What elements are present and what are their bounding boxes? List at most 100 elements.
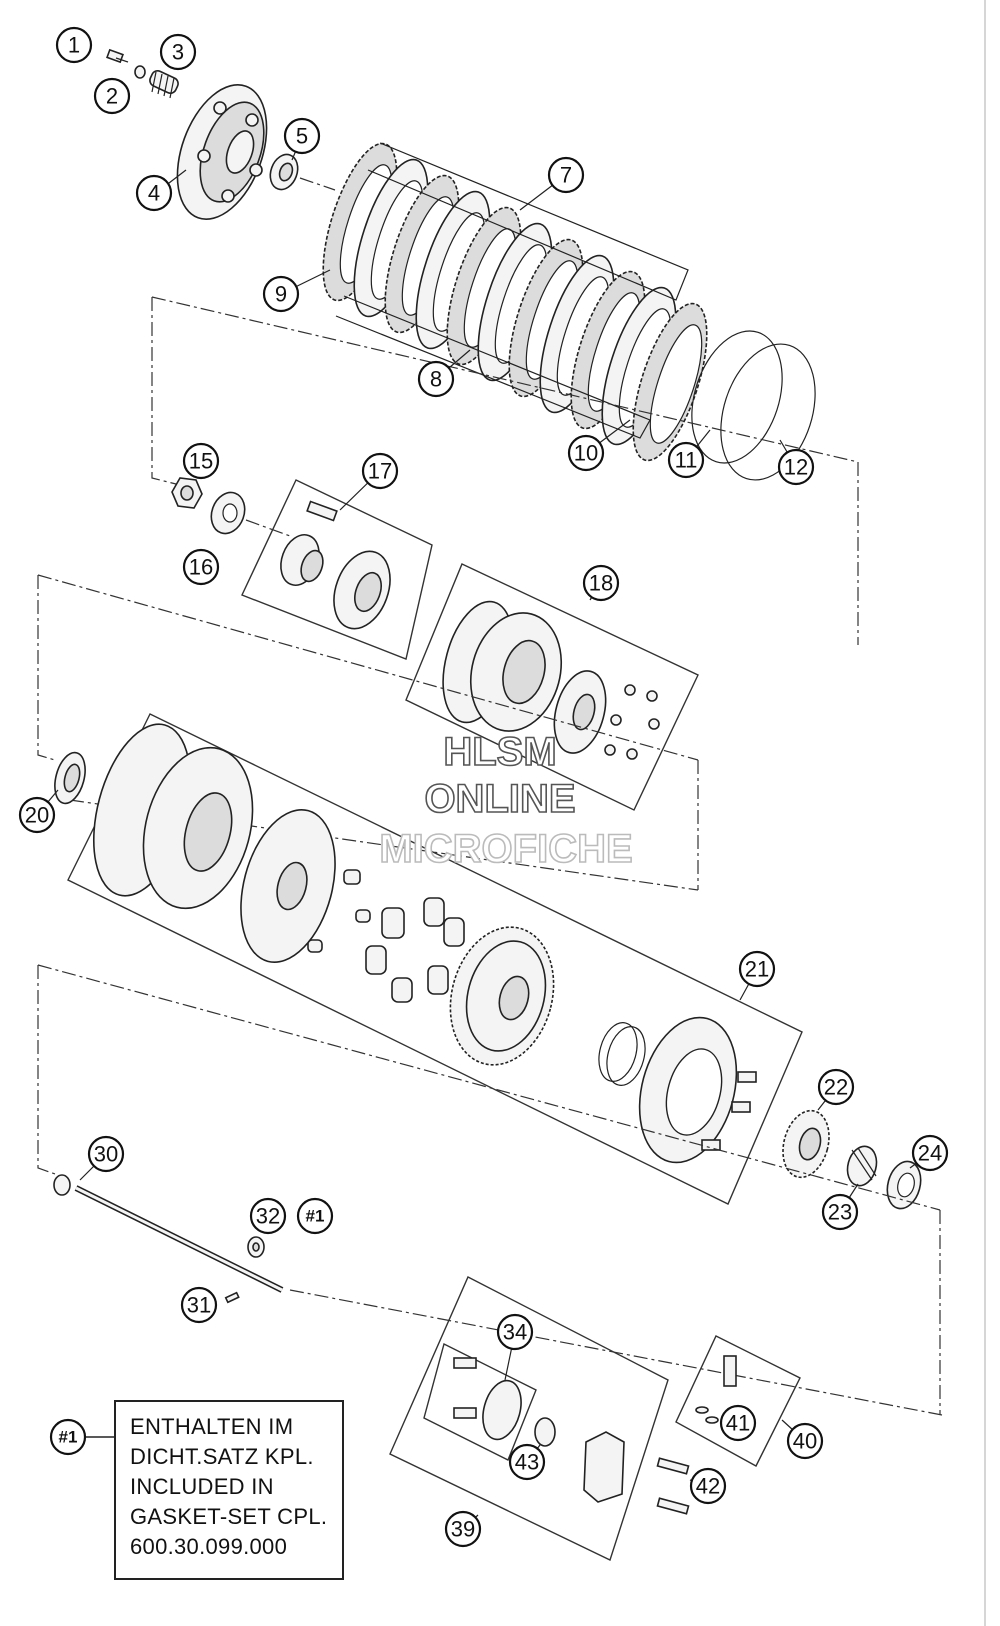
callout-7: 7	[547, 156, 585, 194]
callout-number: 12	[784, 455, 808, 480]
bleeder-screw-part	[695, 1355, 737, 1424]
callout-number: 39	[451, 1517, 475, 1542]
callout-number: 24	[918, 1141, 942, 1166]
assembly-group-frame	[423, 1342, 537, 1461]
callout-number: 1	[68, 33, 80, 58]
callout-circle	[87, 1135, 125, 1173]
callout-1: 1	[55, 26, 93, 64]
assembly-guide-line	[151, 297, 177, 485]
callout-circle	[180, 1286, 218, 1324]
callout-number: 40	[793, 1429, 817, 1454]
callout-circle	[777, 448, 815, 486]
callout-32-note-ref: #1	[296, 1197, 334, 1235]
spring-part	[149, 70, 179, 99]
watermark-line3: MICROFICHE	[379, 827, 632, 871]
callout-9: 9	[262, 275, 300, 313]
assembly-group-frame	[241, 479, 433, 660]
disc-inner-edge	[649, 324, 703, 444]
bearing-part	[269, 153, 299, 191]
callout-number: 41	[726, 1411, 750, 1436]
bearing-ring-part	[54, 751, 86, 805]
callout-circle	[817, 1068, 855, 1106]
callout-number: 8	[430, 367, 442, 392]
callout-32: 32	[249, 1197, 287, 1235]
washer-part	[134, 65, 146, 79]
inner-clutch-hub-part	[442, 600, 660, 760]
callout-20: 20	[18, 796, 56, 834]
screw-pair-part	[656, 1457, 690, 1515]
callout-circle	[508, 1443, 546, 1481]
note-line-4: GASKET-SET CPL.	[130, 1504, 328, 1529]
callout-21: 21	[738, 950, 776, 988]
callout-number: 43	[515, 1450, 539, 1475]
callout-34: 34	[496, 1313, 534, 1351]
callout-number: #1	[59, 1428, 78, 1447]
shaft-seal-part	[247, 1236, 265, 1258]
callout-number: 3	[172, 40, 184, 65]
callout-number: 32	[256, 1204, 280, 1229]
callout-30: 30	[87, 1135, 125, 1173]
callout-circle	[821, 1193, 859, 1231]
callout-43: 43	[508, 1443, 546, 1481]
assembly-guide-line	[37, 575, 56, 761]
callout-number: 15	[189, 449, 213, 474]
gear-cover-plate-part	[638, 1016, 757, 1164]
callout-number: 23	[828, 1200, 852, 1225]
callout-circle	[93, 77, 131, 115]
clutch-basket-part	[92, 723, 336, 963]
callout-41: 41	[719, 1404, 757, 1442]
callout-circle	[182, 548, 220, 586]
callout-24: 24	[911, 1134, 949, 1172]
callout-circle	[786, 1422, 824, 1460]
callout-number: #1	[306, 1207, 325, 1226]
gasket-ring-part	[720, 343, 816, 481]
callout-circle	[444, 1510, 482, 1548]
callout-11: 11	[667, 441, 705, 479]
callout-number: 4	[148, 181, 160, 206]
assembly-group-frame	[675, 1335, 801, 1467]
callout-number: 10	[574, 441, 598, 466]
thrust-washer-part	[886, 1160, 922, 1210]
callout-42: 42	[689, 1467, 727, 1505]
callout-39: 39	[444, 1510, 482, 1548]
callout-circle	[547, 156, 585, 194]
callout-circle	[182, 442, 220, 480]
callout-circle	[689, 1467, 727, 1505]
washer-part	[210, 491, 246, 535]
callout-number: 17	[368, 459, 392, 484]
callout-circle	[283, 117, 321, 155]
callout-number: 11	[675, 448, 698, 473]
assembly-guide-line	[37, 965, 56, 1175]
disc-stack-bracket	[367, 142, 689, 301]
callout-circle	[738, 950, 776, 988]
callout-circle	[567, 434, 605, 472]
o-ring-part	[691, 330, 783, 464]
callout-circle	[719, 1404, 757, 1442]
callout-circle	[18, 796, 56, 834]
small-gear-part	[782, 1109, 830, 1179]
callout-number: 31	[187, 1293, 211, 1318]
callout-circle	[262, 275, 300, 313]
nut-part	[171, 477, 203, 509]
callout-number: 18	[589, 571, 613, 596]
callout-31: 31	[180, 1286, 218, 1324]
watermark: HLSM ONLINE MICROFICHE	[379, 729, 634, 872]
callout-10: 10	[567, 434, 605, 472]
callout-number: 34	[503, 1320, 527, 1345]
callout-40: 40	[786, 1422, 824, 1460]
disc-stack-bracket	[335, 295, 651, 439]
assembly-group-frame	[405, 563, 699, 811]
callout-circle	[496, 1313, 534, 1351]
retaining-ring-part	[598, 1022, 646, 1086]
hub-assembly-part	[280, 500, 391, 630]
screw-part	[106, 48, 129, 64]
pressure-cap-part	[176, 84, 268, 220]
callout-17: 17	[361, 452, 399, 490]
note-line-2: DICHT.SATZ KPL.	[130, 1444, 314, 1469]
watermark-line1: HLSM	[443, 730, 556, 774]
slave-cylinder-part	[453, 1357, 625, 1503]
callout-16: 16	[182, 548, 220, 586]
pin-part	[224, 1291, 240, 1304]
push-rod-part	[53, 1174, 284, 1293]
